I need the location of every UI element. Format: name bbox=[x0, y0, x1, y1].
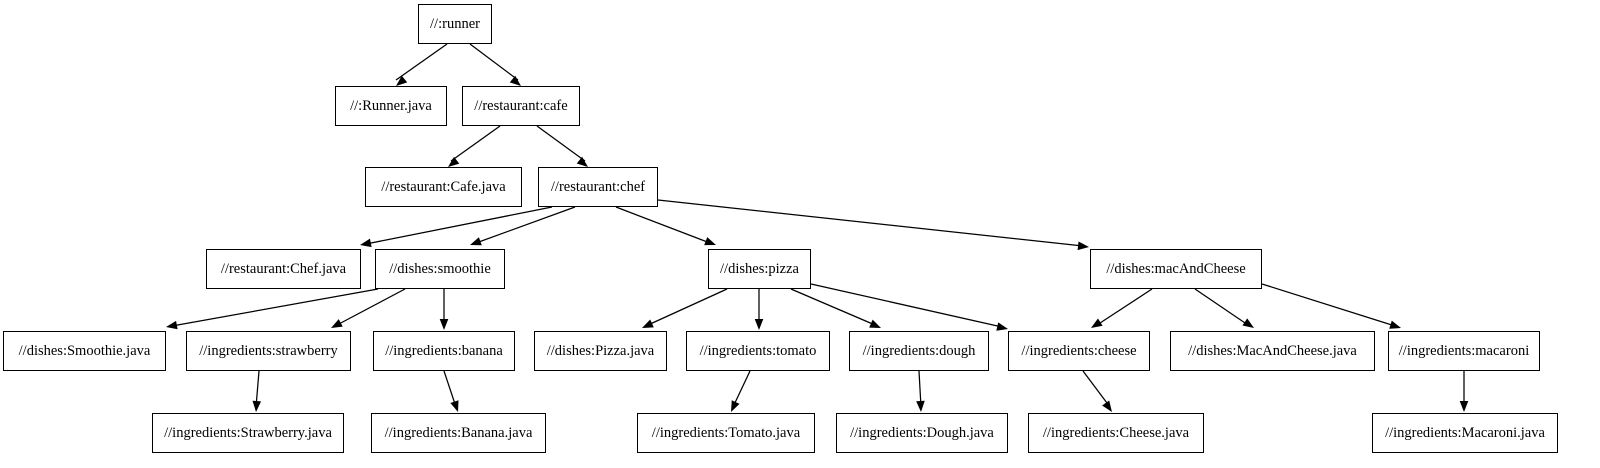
graph-node-label: //dishes:macAndCheese bbox=[1106, 260, 1246, 277]
graph-node-label: //ingredients:Tomato.java bbox=[651, 424, 801, 441]
graph-node-runner_java[interactable]: //:Runner.java bbox=[335, 86, 447, 126]
graph-node-label: //ingredients:Macaroni.java bbox=[1385, 424, 1545, 441]
graph-node-ing_dough[interactable]: //ingredients:dough bbox=[849, 331, 989, 371]
graph-node-label: //ingredients:Banana.java bbox=[384, 424, 533, 441]
graph-node-strawberry_java[interactable]: //ingredients:Strawberry.java bbox=[152, 413, 344, 453]
graph-node-ing_tomato[interactable]: //ingredients:tomato bbox=[686, 331, 830, 371]
graph-node-ing_banana[interactable]: //ingredients:banana bbox=[373, 331, 515, 371]
graph-node-macaroni_java[interactable]: //ingredients:Macaroni.java bbox=[1372, 413, 1558, 453]
graph-node-dough_java[interactable]: //ingredients:Dough.java bbox=[836, 413, 1008, 453]
graph-node-label: //dishes:Pizza.java bbox=[546, 342, 655, 359]
graph-node-label: //ingredients:dough bbox=[862, 342, 976, 359]
graph-node-cheese_java[interactable]: //ingredients:Cheese.java bbox=[1028, 413, 1204, 453]
graph-node-restaurant_cafe[interactable]: //restaurant:cafe bbox=[462, 86, 580, 126]
graph-node-label: //ingredients:strawberry bbox=[199, 342, 338, 359]
graph-node-label: //restaurant:Cafe.java bbox=[381, 178, 506, 195]
graph-node-label: //ingredients:cheese bbox=[1021, 342, 1137, 359]
graph-node-dishes_pizza[interactable]: //dishes:pizza bbox=[708, 249, 811, 289]
graph-node-label: //dishes:Smoothie.java bbox=[18, 342, 151, 359]
graph-node-pizza_java[interactable]: //dishes:Pizza.java bbox=[534, 331, 667, 371]
graph-node-label: //ingredients:tomato bbox=[699, 342, 817, 359]
graph-node-tomato_java[interactable]: //ingredients:Tomato.java bbox=[637, 413, 815, 453]
graph-node-label: //ingredients:macaroni bbox=[1398, 342, 1530, 359]
graph-node-banana_java[interactable]: //ingredients:Banana.java bbox=[371, 413, 546, 453]
graph-node-restaurant_chef[interactable]: //restaurant:chef bbox=[538, 167, 658, 207]
graph-node-ing_cheese[interactable]: //ingredients:cheese bbox=[1008, 331, 1150, 371]
graph-node-label: //:Runner.java bbox=[350, 97, 432, 114]
graph-node-label: //dishes:pizza bbox=[720, 260, 799, 277]
graph-node-chef_java[interactable]: //restaurant:Chef.java bbox=[206, 249, 361, 289]
graph-node-mac_java[interactable]: //dishes:MacAndCheese.java bbox=[1170, 331, 1375, 371]
graph-node-label: //ingredients:Cheese.java bbox=[1042, 424, 1190, 441]
graph-node-smoothie_java[interactable]: //dishes:Smoothie.java bbox=[3, 331, 166, 371]
graph-node-label: //ingredients:Dough.java bbox=[850, 424, 994, 441]
graph-node-dishes_smoothie[interactable]: //dishes:smoothie bbox=[375, 249, 505, 289]
graph-node-label: //restaurant:chef bbox=[550, 178, 646, 195]
graph-node-dishes_mac[interactable]: //dishes:macAndCheese bbox=[1090, 249, 1262, 289]
graph-node-runner[interactable]: //:runner bbox=[418, 4, 492, 44]
graph-node-label: //dishes:MacAndCheese.java bbox=[1188, 342, 1357, 359]
graph-node-label: //restaurant:cafe bbox=[474, 97, 568, 114]
graph-node-label: //ingredients:Strawberry.java bbox=[164, 424, 332, 441]
graph-node-ing_strawberry[interactable]: //ingredients:strawberry bbox=[186, 331, 351, 371]
graph-node-ing_macaroni[interactable]: //ingredients:macaroni bbox=[1388, 331, 1540, 371]
graph-node-label: //dishes:smoothie bbox=[389, 260, 491, 277]
graph-node-label: //:runner bbox=[430, 15, 480, 32]
graph-node-label: //restaurant:Chef.java bbox=[220, 260, 347, 277]
graph-node-label: //ingredients:banana bbox=[385, 342, 503, 359]
graph-node-cafe_java[interactable]: //restaurant:Cafe.java bbox=[365, 167, 522, 207]
